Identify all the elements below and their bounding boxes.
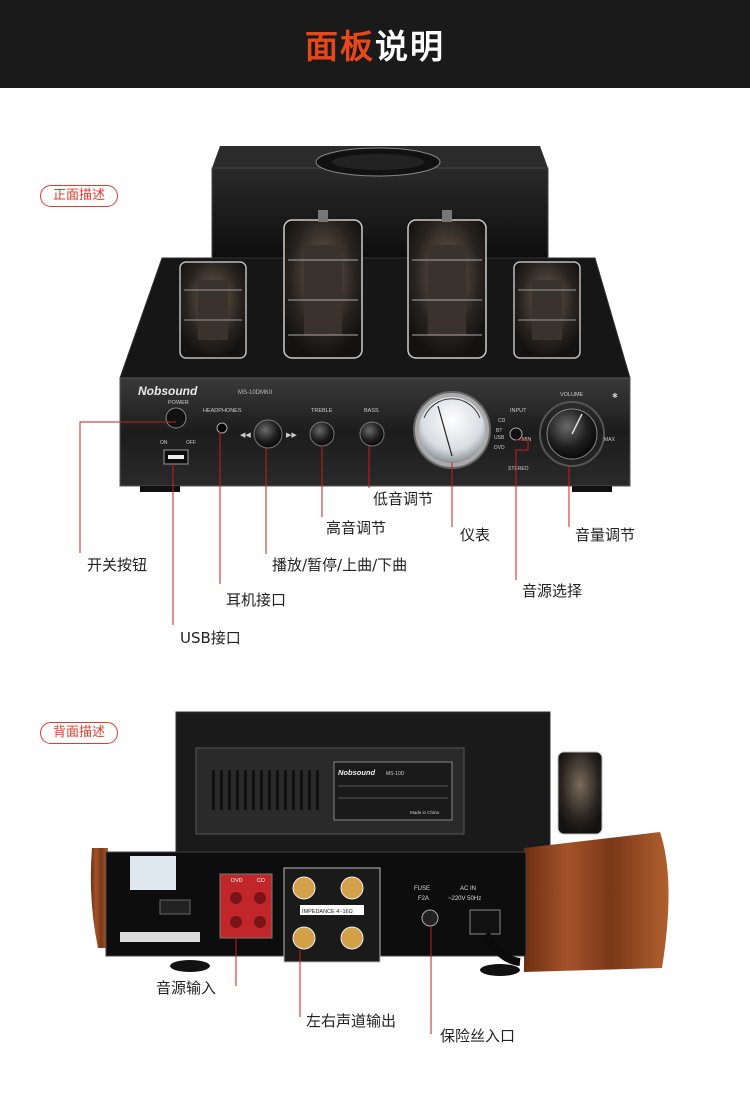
svg-text:FUSE: FUSE — [414, 886, 430, 892]
back-callouts — [235, 926, 432, 1034]
label-bass: 低音调节 — [373, 490, 434, 508]
svg-text:CD: CD — [257, 878, 265, 884]
svg-text:MS-10DMKII: MS-10DMKII — [238, 390, 273, 396]
label-volume: 音量调节 — [575, 526, 636, 544]
svg-text:POWER: POWER — [168, 400, 189, 406]
svg-text:AC IN: AC IN — [460, 886, 476, 892]
treble-knob[interactable] — [309, 421, 335, 447]
svg-text:▶▶: ▶▶ — [286, 431, 297, 439]
front-section-tag: 正面描述 — [40, 185, 119, 207]
label-meter: 仪表 — [460, 526, 491, 544]
label-treble: 高音调节 — [326, 519, 387, 537]
vacuum-tubes — [179, 210, 581, 359]
input-selector-knob[interactable] — [509, 427, 523, 441]
svg-text:DVD: DVD — [494, 445, 505, 451]
label-playback: 播放/暂停/上曲/下曲 — [272, 556, 408, 574]
svg-text:TREBLE: TREBLE — [311, 408, 333, 414]
svg-text:IMPEDANCE 4~16Ω: IMPEDANCE 4~16Ω — [302, 909, 353, 915]
fuse-holder[interactable] — [421, 909, 439, 927]
svg-text:OFF: OFF — [186, 440, 196, 446]
label-power: 开关按钮 — [87, 556, 148, 574]
svg-text:MAX: MAX — [604, 437, 616, 443]
svg-text:BT: BT — [496, 428, 502, 434]
front-amplifier: Nobsound MS-10DMKII POWER ON OFF HEADPHO… — [119, 146, 631, 492]
label-output: 左右声道输出 — [306, 1012, 397, 1030]
svg-text:Nobsound: Nobsound — [338, 768, 375, 777]
ac-inlet[interactable] — [469, 909, 501, 935]
label-headphone: 耳机接口 — [226, 591, 287, 609]
svg-text:DVD: DVD — [231, 878, 243, 884]
label-input: 音源输入 — [156, 979, 217, 997]
svg-text:VOLUME: VOLUME — [560, 392, 584, 398]
rca-input-panel[interactable] — [219, 873, 273, 939]
label-usb: USB接口 — [180, 629, 241, 647]
headphone-jack[interactable] — [216, 422, 228, 434]
power-button[interactable] — [165, 407, 187, 429]
label-source: 音源选择 — [522, 582, 583, 600]
svg-text:F2A: F2A — [418, 896, 429, 902]
svg-text:~220V 50Hz: ~220V 50Hz — [448, 896, 481, 902]
playback-knob[interactable] — [253, 419, 283, 449]
front-callouts — [79, 421, 570, 625]
svg-text:Made in China: Made in China — [410, 810, 440, 815]
svg-text:INPUT: INPUT — [510, 408, 527, 414]
bass-knob[interactable] — [359, 421, 385, 447]
label-fuse: 保险丝入口 — [440, 1027, 516, 1045]
svg-text:USB: USB — [494, 435, 505, 441]
svg-text:CD: CD — [498, 418, 506, 424]
back-section-tag: 背面描述 — [40, 722, 119, 744]
front-brand-logo: Nobsound — [138, 384, 198, 398]
svg-text:MS-10D: MS-10D — [386, 771, 405, 777]
svg-text:◀◀: ◀◀ — [240, 431, 251, 439]
page-header: 面板说明 — [0, 0, 750, 88]
svg-text:STEREO: STEREO — [508, 466, 529, 472]
back-amplifier: Nobsound MS-10D Made in China DVD CD IMP… — [90, 711, 669, 976]
svg-text:ON: ON — [160, 440, 168, 446]
page-title: 面板说明 — [305, 27, 445, 66]
svg-text:HEADPHONES: HEADPHONES — [203, 408, 242, 414]
bluetooth-icon: ✱ — [612, 392, 618, 400]
svg-text:BASS: BASS — [364, 408, 379, 414]
